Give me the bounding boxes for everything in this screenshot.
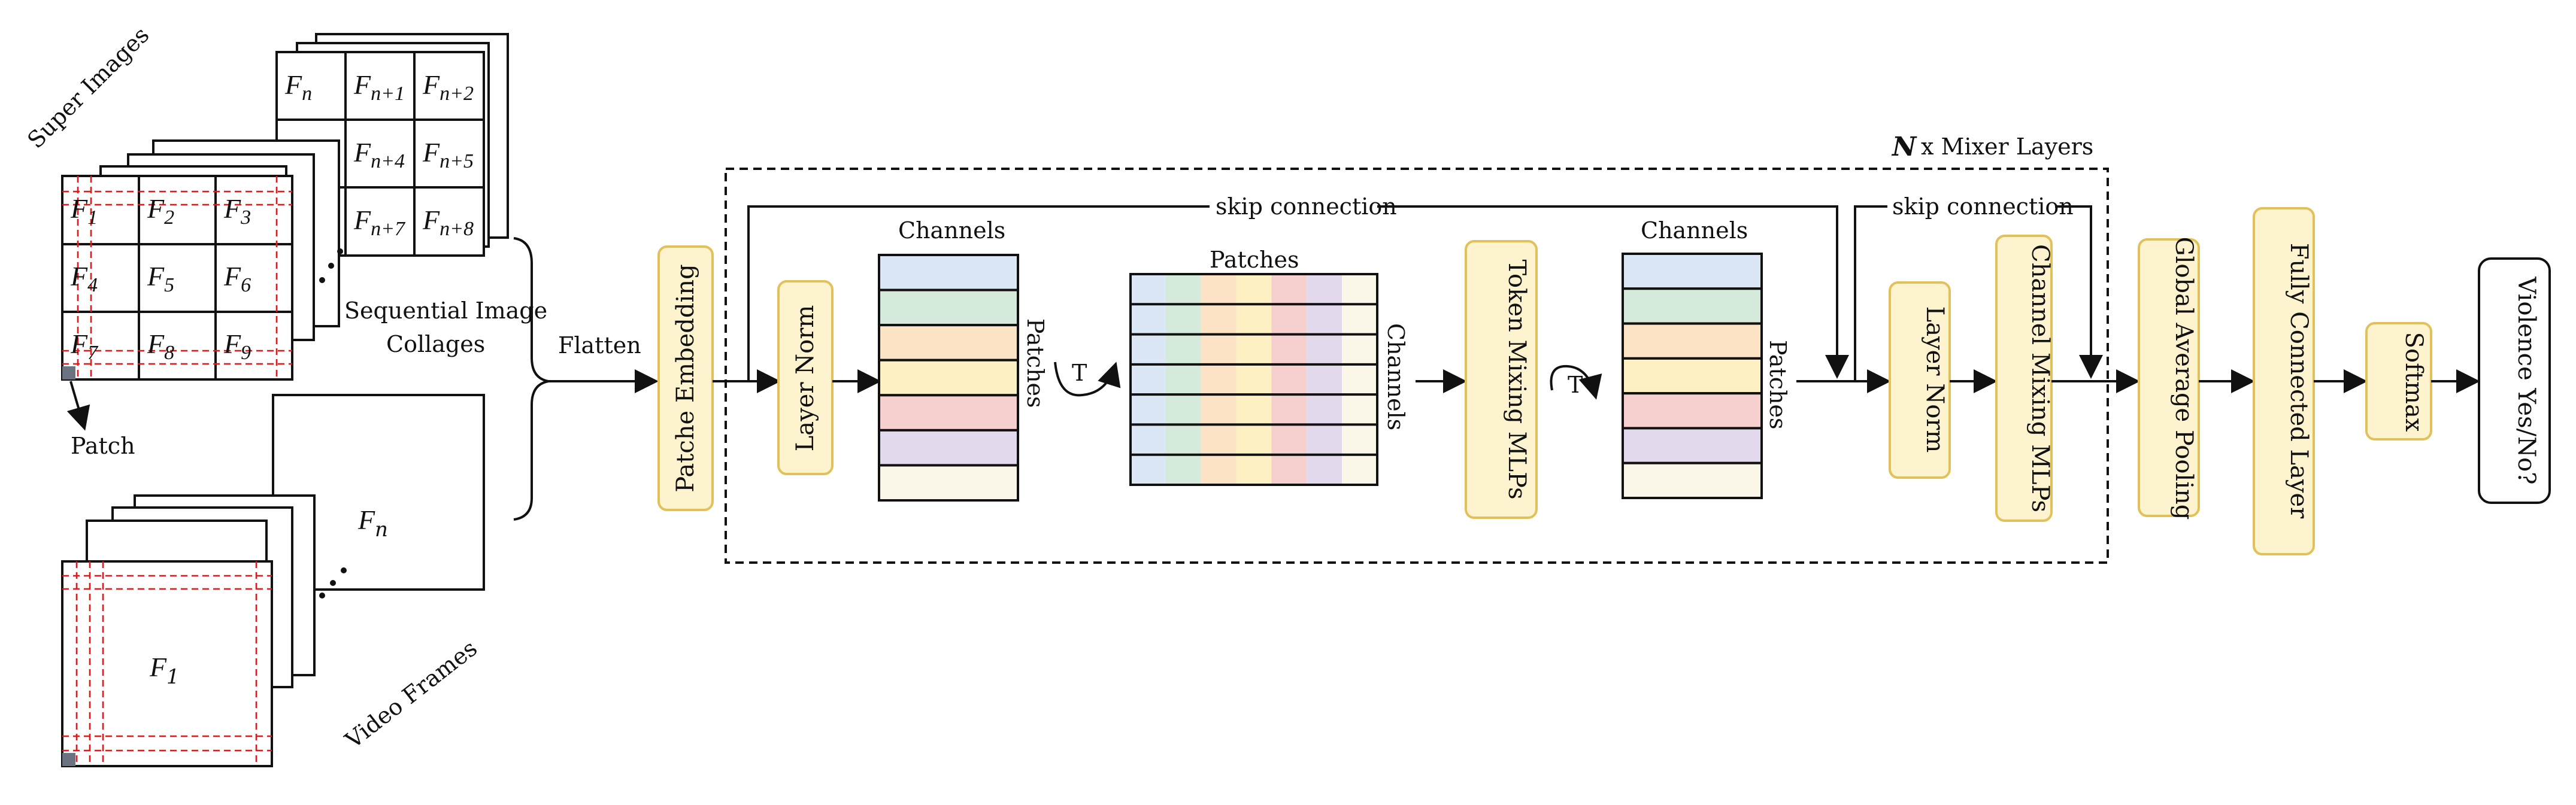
skip-connection-1-label: skip connection <box>1216 193 1397 220</box>
table-border <box>1129 273 1378 486</box>
channels-label-2: Channels <box>1641 217 1748 244</box>
skip-connection-2-label: skip connection <box>1892 193 2074 220</box>
channels-patches-table-1 <box>878 254 1019 502</box>
fully-connected-label: Fully Connected Layer <box>2285 243 2313 519</box>
table-column <box>1131 274 1166 485</box>
collage-front-grid <box>61 175 293 381</box>
output-block <box>2478 257 2551 504</box>
table-row <box>1622 427 1763 464</box>
flatten-label: Flatten <box>558 332 641 359</box>
video-frame-front-sub: 1 <box>166 665 180 689</box>
patches-side-label-1: Patches <box>1022 318 1048 408</box>
frame-cell-label: F6 <box>223 261 251 296</box>
table-column <box>1271 274 1307 485</box>
table-column <box>1307 274 1342 485</box>
mixer-n-symbol: N <box>1891 132 1917 162</box>
collage-label-line2: Collages <box>386 331 485 357</box>
patches-label-top: Patches <box>1210 247 1299 273</box>
channel-mixing-block <box>1995 235 2053 522</box>
frame-cell-label: Fn+5 <box>422 137 474 172</box>
transpose-2-label: T <box>1568 372 1583 398</box>
patches-channels-table <box>1129 273 1378 486</box>
token-mixing-label: Token Mixing MLPs <box>1503 259 1531 499</box>
video-frame-front <box>61 560 273 767</box>
table-column <box>1236 274 1272 485</box>
frame-cell-label: F3 <box>223 193 251 229</box>
table-row <box>878 288 1019 327</box>
table-column <box>1342 274 1377 485</box>
layer-norm-2-label: Layer Norm <box>1921 306 1948 453</box>
table-row <box>878 429 1019 467</box>
video-frame-front-symbol: F <box>149 652 167 682</box>
video-frames-label: Video Frames <box>340 635 482 754</box>
table-row <box>878 254 1019 291</box>
table-row <box>878 394 1019 432</box>
layer-norm-1-label: Layer Norm <box>792 305 819 452</box>
patch-embedding-block <box>657 245 714 511</box>
channels-label-1: Channels <box>898 217 1005 244</box>
frame-cell-label: Fn+8 <box>422 205 474 240</box>
skip-label-1-bg <box>1210 193 1377 220</box>
channels-side-label: Channels <box>1383 323 1409 430</box>
mixer-layer-box <box>725 168 2109 564</box>
frame-cell-label: Fn <box>284 69 312 105</box>
table-column <box>1165 274 1201 485</box>
global-pooling-block <box>2138 238 2200 517</box>
frame-cell-label: F7 <box>70 329 99 364</box>
frame-cell-label: F4 <box>70 261 98 296</box>
frame-cell-label: F1 <box>70 193 98 229</box>
channels-patches-table-2 <box>1622 253 1763 500</box>
video-frame-back-sub: n <box>375 518 388 542</box>
skip-label-2-bg <box>1887 193 2055 220</box>
video-ellipsis <box>319 567 347 599</box>
patch-pointer-arrow <box>66 381 90 431</box>
patches-side-label-2: Patches <box>1765 340 1791 430</box>
table-row <box>878 464 1019 502</box>
frame-cell-label: F9 <box>223 329 251 364</box>
video-patch-dashes <box>62 561 272 766</box>
frame-cell-label: F2 <box>147 193 174 229</box>
patch-embedding-label: Patche Embedding <box>672 264 699 492</box>
table-row <box>1622 357 1763 395</box>
transpose-2-arrow <box>1550 364 1602 400</box>
video-patch-marker <box>62 753 75 766</box>
table-row <box>1622 253 1763 290</box>
softmax-label: Softmax <box>2400 332 2427 432</box>
output-label: Violence Yes/No? <box>2513 276 2540 484</box>
collage-label-line1: Sequential Image <box>344 297 547 324</box>
mixer-title: x Mixer Layers <box>1921 133 2093 160</box>
frame-cell-label: F8 <box>147 329 174 364</box>
table-row <box>1622 322 1763 360</box>
patch-marker <box>62 366 75 379</box>
table-row <box>1622 287 1763 325</box>
frame-cell-label: Fn+4 <box>353 137 405 172</box>
table-row <box>1622 461 1763 500</box>
channel-mixing-label: Channel Mixing MLPs <box>2026 244 2054 512</box>
video-frames-stack: F n F 1 Video Frames <box>61 394 485 767</box>
token-mixing-block <box>1465 240 1538 519</box>
frame-cell-label: Fn+1 <box>353 69 405 105</box>
table-row <box>878 359 1019 397</box>
patch-label: Patch <box>71 433 135 459</box>
layer-norm-1-block <box>777 280 834 475</box>
table-row <box>878 324 1019 362</box>
collage-ellipsis <box>319 248 343 283</box>
table-row <box>1622 392 1763 430</box>
frame-cell-label: Fn+2 <box>422 69 474 105</box>
frame-cell-label: Fn+7 <box>353 205 406 240</box>
transpose-1-arrow <box>1054 362 1121 397</box>
global-pooling-label: Global Average Pooling <box>2170 237 2198 520</box>
input-brace <box>513 237 549 521</box>
video-frame-back-symbol: F <box>357 505 375 535</box>
table-column <box>1201 274 1237 485</box>
collage-patch-dashes <box>62 176 292 379</box>
frame-cell-label: F5 <box>147 261 174 296</box>
super-images-label: Super Images <box>22 22 154 153</box>
transpose-1-label: T <box>1072 360 1087 386</box>
